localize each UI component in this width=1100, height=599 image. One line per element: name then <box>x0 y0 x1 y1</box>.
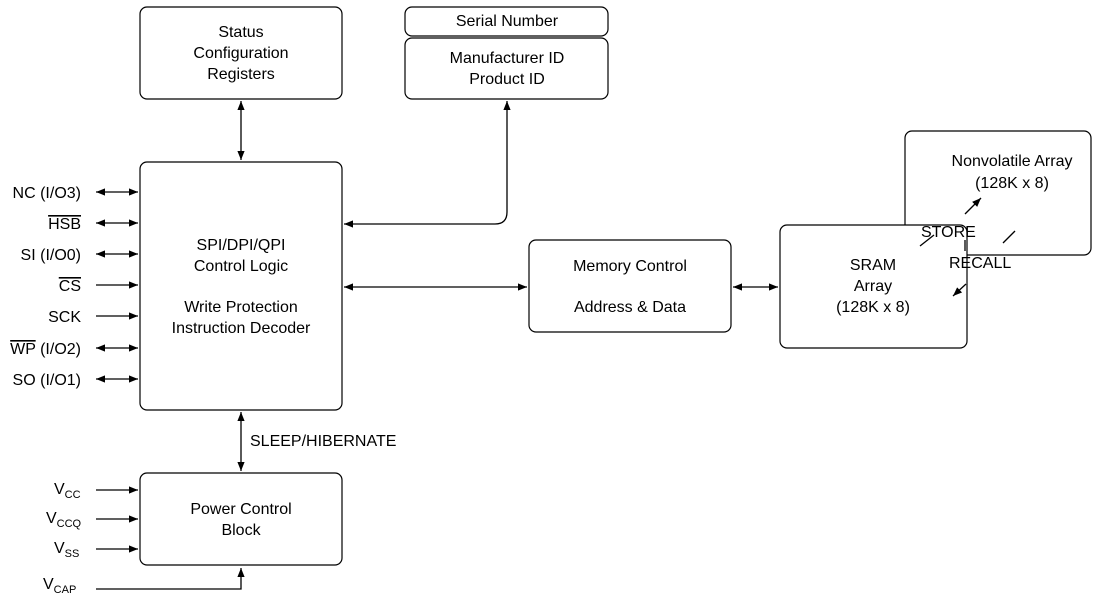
store-line-lower <box>919 234 935 247</box>
sleep-hibernate-label: SLEEP/HIBERNATE <box>250 433 396 450</box>
pin-vss-base: V <box>54 540 65 557</box>
pin-so-label: SO (I/O1) <box>13 372 81 389</box>
pin-si-label: SI (I/O0) <box>21 247 81 264</box>
recall-arrow <box>952 283 967 297</box>
store-label: STORE <box>921 224 976 241</box>
manufacturer-id-link <box>344 101 511 228</box>
status-registers-line2: Configuration <box>193 45 288 62</box>
pin-vcc-base: V <box>54 481 65 498</box>
nonvolatile-size-label: (128K x 8) <box>975 175 1049 192</box>
status-registers-line3: Registers <box>207 66 275 83</box>
memory-control-box <box>528 239 732 333</box>
recall-line-upper <box>1002 230 1016 244</box>
sram-array-box <box>779 224 968 349</box>
pin-vccq-sub: CCQ <box>57 518 82 530</box>
write-protection-label: Write Protection <box>184 299 298 316</box>
nonvolatile-array-box <box>904 130 1092 256</box>
serial-number-box <box>404 6 609 37</box>
pin-vss-sub: SS <box>65 548 80 560</box>
pin-vcap-label: VCAP <box>43 576 76 596</box>
pin-vss-label: VSS <box>54 540 79 560</box>
pin-hsb-label: HSB <box>48 216 81 233</box>
serial-number-label: Serial Number <box>456 13 559 30</box>
manufacturer-id-box <box>404 37 609 100</box>
sram-array-label: Array <box>854 278 892 295</box>
recall-label: RECALL <box>949 255 1011 272</box>
pin-wp-label: WP (I/O2) <box>10 341 81 358</box>
control-logic-box <box>139 161 343 411</box>
pin-nc-label: NC (I/O3) <box>13 185 81 202</box>
product-id-label: Product ID <box>469 71 545 88</box>
pin-cs-label: CS <box>59 278 81 295</box>
pin-vcc-label: VCC <box>54 481 81 501</box>
pin-vcap-base: V <box>43 576 54 593</box>
pin-wp-name: WP <box>10 341 35 358</box>
sram-size-label: (128K x 8) <box>836 299 910 316</box>
store-arrow <box>964 197 982 215</box>
nonvolatile-array-label: Nonvolatile Array <box>952 153 1073 170</box>
sram-label: SRAM <box>850 257 896 274</box>
pin-vccq-label: VCCQ <box>46 510 82 530</box>
pin-vccq-base: V <box>46 510 57 527</box>
memory-control-label: Memory Control <box>573 258 687 275</box>
power-control-line1: Power Control <box>190 501 291 518</box>
control-logic-line1: SPI/DPI/QPI <box>197 237 286 254</box>
pin-vcap-arrow <box>96 568 245 590</box>
status-registers-line1: Status <box>218 24 263 41</box>
status-registers-box <box>139 6 343 100</box>
control-logic-line2: Control Logic <box>194 258 288 275</box>
pin-sck-label: SCK <box>48 309 81 326</box>
power-control-line2: Block <box>221 522 261 539</box>
pin-wp-suffix: (I/O2) <box>36 341 81 358</box>
manufacturer-id-label: Manufacturer ID <box>450 50 565 67</box>
address-data-label: Address & Data <box>574 299 686 316</box>
instruction-decoder-label: Instruction Decoder <box>172 320 311 337</box>
power-control-box <box>139 472 343 566</box>
pin-vcc-sub: CC <box>65 489 81 501</box>
pin-vcap-sub: CAP <box>54 584 77 596</box>
